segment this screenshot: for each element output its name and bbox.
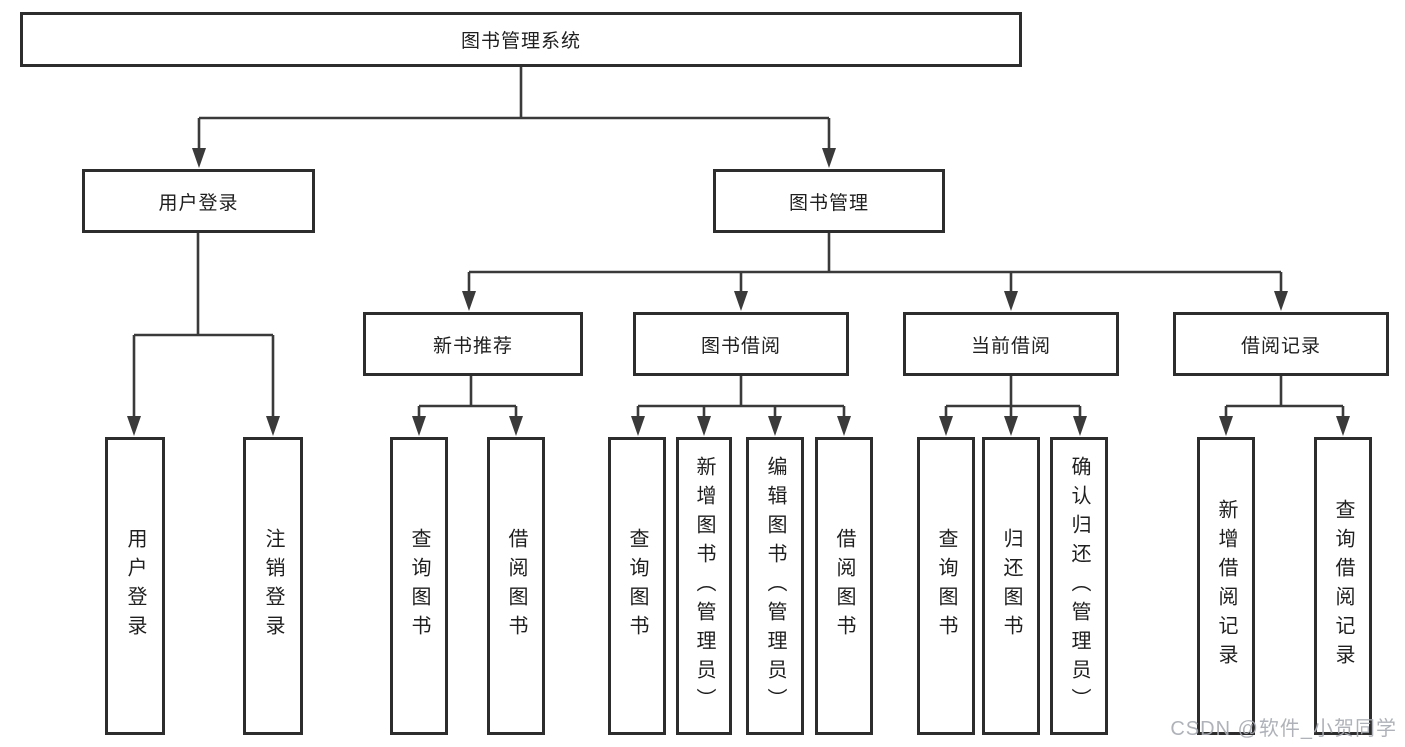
node-leaf-bb-edit: 编辑图书（管理员） <box>746 437 804 735</box>
node-label: 图书管理 <box>788 192 869 214</box>
node-label: 编辑图书（管理员） <box>764 455 786 717</box>
node-new-books: 新书推荐 <box>363 312 583 376</box>
arrowhead-icon <box>1073 416 1087 436</box>
arrowhead-icon <box>734 291 748 311</box>
arrowhead-icon <box>1336 416 1350 436</box>
node-book-borrow: 图书借阅 <box>633 312 849 376</box>
node-label: 借阅图书 <box>833 528 855 644</box>
node-label: 查询图书 <box>935 528 957 644</box>
node-label: 查询借阅记录 <box>1332 499 1354 673</box>
node-label: 新书推荐 <box>432 335 513 357</box>
node-borrow-records: 借阅记录 <box>1173 312 1389 376</box>
node-label: 确认归还（管理员） <box>1068 455 1090 717</box>
node-leaf-cb-return: 归还图书 <box>982 437 1040 735</box>
node-book-mgmt: 图书管理 <box>713 169 945 233</box>
node-label: 新增借阅记录 <box>1215 499 1237 673</box>
node-leaf-nb-borrow: 借阅图书 <box>487 437 545 735</box>
node-label: 当前借阅 <box>970 335 1051 357</box>
node-leaf-nb-query: 查询图书 <box>390 437 448 735</box>
arrowhead-icon <box>462 291 476 311</box>
node-label: 查询图书 <box>408 528 430 644</box>
node-leaf-logout: 注销登录 <box>243 437 303 735</box>
arrowhead-icon <box>1004 291 1018 311</box>
arrowhead-icon <box>412 416 426 436</box>
node-leaf-cb-query: 查询图书 <box>917 437 975 735</box>
node-leaf-bb-query: 查询图书 <box>608 437 666 735</box>
node-root: 图书管理系统 <box>20 12 1022 67</box>
node-label: 新增图书（管理员） <box>693 455 715 717</box>
node-current-borrow: 当前借阅 <box>903 312 1119 376</box>
node-label: 归还图书 <box>1000 528 1022 644</box>
arrowhead-icon <box>1219 416 1233 436</box>
arrowhead-icon <box>127 416 141 436</box>
arrowhead-icon <box>266 416 280 436</box>
node-label: 用户登录 <box>124 528 146 644</box>
node-leaf-br-query: 查询借阅记录 <box>1314 437 1372 735</box>
node-label: 注销登录 <box>262 528 284 644</box>
node-user-login: 用户登录 <box>82 169 315 233</box>
node-leaf-br-add: 新增借阅记录 <box>1197 437 1255 735</box>
arrowhead-icon <box>768 416 782 436</box>
node-leaf-user-login: 用户登录 <box>105 437 165 735</box>
arrowhead-icon <box>631 416 645 436</box>
arrowhead-icon <box>192 148 206 168</box>
node-label: 查询图书 <box>626 528 648 644</box>
node-label: 用户登录 <box>158 192 239 214</box>
arrowhead-icon <box>837 416 851 436</box>
node-leaf-bb-add: 新增图书（管理员） <box>676 437 732 735</box>
arrowhead-icon <box>822 148 836 168</box>
node-leaf-cb-confirm: 确认归还（管理员） <box>1050 437 1108 735</box>
watermark: CSDN @软件_小贺同学 <box>1170 718 1397 740</box>
node-label: 借阅图书 <box>505 528 527 644</box>
arrowhead-icon <box>1274 291 1288 311</box>
arrowhead-icon <box>697 416 711 436</box>
arrowhead-icon <box>1004 416 1018 436</box>
node-leaf-bb-borrow: 借阅图书 <box>815 437 873 735</box>
node-label: 图书借阅 <box>700 335 781 357</box>
arrowhead-icon <box>509 416 523 436</box>
arrowhead-icon <box>939 416 953 436</box>
node-label: 借阅记录 <box>1240 335 1321 357</box>
node-label: 图书管理系统 <box>460 31 581 52</box>
